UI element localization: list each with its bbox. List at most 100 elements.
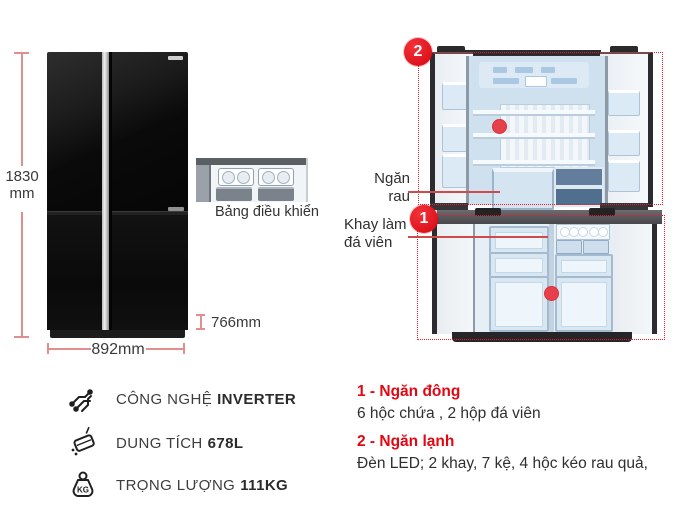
zone-1-outline	[417, 215, 665, 340]
inverter-logo	[168, 207, 184, 211]
callout-ice-tray: Khay làm đá viên	[344, 216, 416, 252]
fridge-top-doors	[47, 52, 188, 212]
zone-2-outline	[418, 52, 663, 205]
width-dim-line-right	[146, 348, 183, 350]
badge-2: 2	[404, 38, 432, 66]
height-dim-line-lower	[21, 212, 23, 337]
inset-door-edge	[306, 158, 318, 202]
dial-icon	[237, 171, 250, 184]
freezer-right-door-open	[614, 224, 657, 334]
height-unit: mm	[9, 185, 35, 202]
callout-line: Khay làm	[344, 216, 407, 233]
glass-shelf	[473, 133, 595, 139]
note-desc: Đèn LED; 2 khay, 7 kệ, 4 hộc kéo rau quả…	[357, 455, 648, 472]
hinge	[437, 46, 465, 54]
note-title: 1 - Ngăn đông	[357, 383, 461, 400]
weight-icon: KG	[66, 468, 100, 502]
fridge-interior	[466, 56, 608, 210]
door-bin	[608, 130, 640, 156]
ice-box	[556, 240, 582, 254]
capacity-icon	[66, 426, 100, 460]
feature-label: TRỌNG LƯỢNG	[116, 476, 236, 494]
height-dim-tick-top	[14, 52, 29, 54]
door-bottom	[600, 203, 648, 210]
fridge-door-split	[47, 211, 188, 217]
note-fridge: 2 - Ngăn lạnh Đèn LED; 2 khay, 7 kệ, 4 h…	[357, 433, 675, 474]
depth-dim-tick-top	[196, 314, 205, 316]
freezer-divider	[549, 224, 554, 332]
door-bin	[608, 90, 640, 116]
note-freezer: 1 - Ngăn đông 6 hộc chứa , 2 hộp đá viên	[357, 383, 679, 424]
fridge-base	[452, 332, 632, 342]
width-dim-tick-right	[183, 343, 185, 354]
feature-value: 678L	[207, 434, 244, 452]
freezer-drawer	[555, 276, 613, 332]
height-dim-tick-bottom	[14, 336, 29, 338]
led-chip	[493, 67, 507, 73]
cabinet-top	[465, 50, 601, 58]
dial-group	[258, 168, 294, 186]
depth-dim-tick-bottom	[196, 328, 205, 330]
dial-icon	[262, 171, 275, 184]
vegetable-drawer	[492, 168, 554, 210]
width-dim-line-left	[49, 348, 91, 350]
height-dim-label: 1830 mm	[0, 168, 46, 202]
led-chip	[493, 78, 519, 84]
hinge	[610, 46, 638, 54]
led-chip	[541, 67, 555, 73]
feature-label: CÔNG NGHỆ	[116, 390, 213, 408]
width-dim-label: 892mm	[91, 341, 145, 358]
led-chip	[515, 67, 533, 73]
fridge-base	[50, 330, 185, 338]
door-bin	[608, 160, 640, 192]
brand-logo	[168, 56, 183, 60]
fridge-door-gap	[109, 52, 112, 330]
inset-caption: Bảng điều khiển	[215, 204, 319, 220]
height-dim-line-upper	[21, 54, 23, 166]
marker-dot-fridge	[492, 119, 507, 134]
dial-icon	[222, 171, 235, 184]
hinge	[475, 208, 501, 216]
width-dim-tick-left	[47, 343, 49, 354]
depth-dim-line	[200, 316, 202, 328]
door-bin	[442, 154, 470, 188]
glass-shelf	[473, 110, 595, 116]
height-value: 1830	[5, 168, 39, 185]
dial-icon	[277, 171, 290, 184]
note-desc: 6 hộc chứa , 2 hộp đá viên	[357, 405, 541, 422]
fridge-bottom-doors	[47, 215, 188, 330]
callout-line: Ngăn	[374, 170, 410, 187]
chiller-drawer	[554, 187, 604, 207]
inset-frame-top	[196, 158, 318, 165]
callout-vegetable-box: Ngăn rau	[348, 170, 410, 206]
freezer-drawer	[489, 252, 549, 278]
door-bottom	[430, 203, 468, 210]
inverter-icon	[66, 382, 100, 416]
freezer-drawer	[555, 254, 613, 278]
led-chip	[551, 78, 577, 84]
badge-1: 1	[410, 205, 438, 233]
callout-line-vegetable	[408, 191, 500, 193]
glass-shelf	[473, 160, 595, 166]
ice-mold	[598, 227, 608, 237]
callout-line: đá viên	[344, 234, 393, 251]
freezer-drawer	[489, 276, 549, 332]
freezer-left-door-open	[432, 224, 473, 334]
hinge	[589, 208, 615, 216]
marker-dot-freezer	[544, 286, 559, 301]
led-control-zone	[479, 62, 589, 88]
dial-group	[218, 168, 254, 186]
fridge-right-door-open	[600, 52, 653, 207]
callout-line: rau	[388, 188, 410, 205]
control-panel-inset-image	[196, 158, 318, 202]
inset-drawer	[216, 187, 252, 201]
inset-drawer	[258, 187, 294, 201]
note-title: 2 - Ngăn lạnh	[357, 433, 455, 450]
